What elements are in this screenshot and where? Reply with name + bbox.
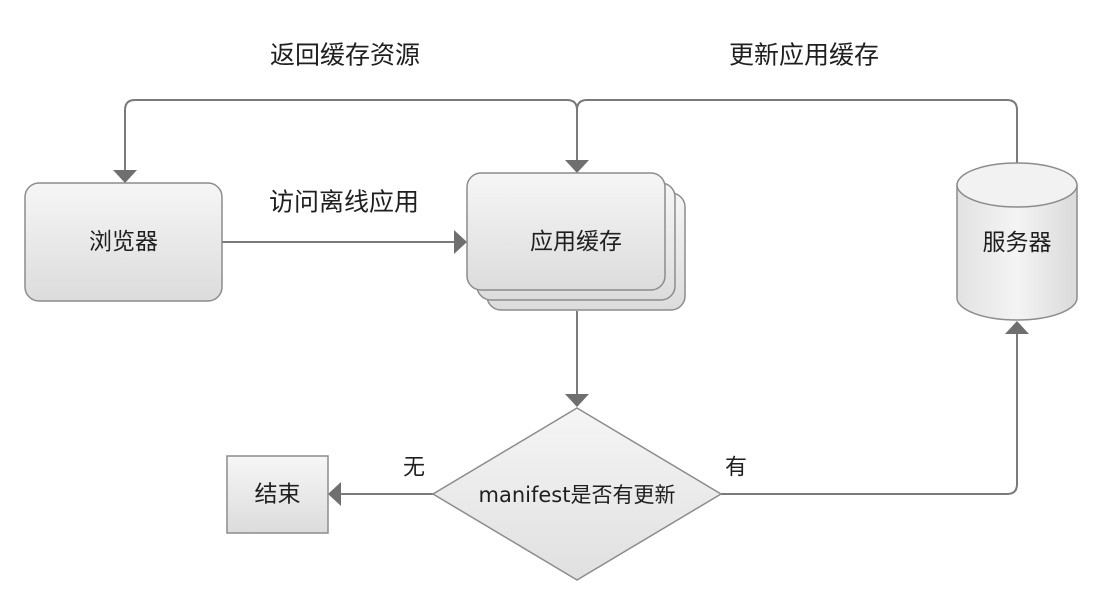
arrowhead-to-cache-left (454, 230, 467, 254)
arrowhead-to-decision (565, 394, 589, 407)
node-end: 结束 (226, 455, 329, 534)
node-app-cache: 应用缓存 (466, 172, 686, 311)
edge-label-access-offline: 访问离线应用 (269, 188, 419, 217)
edge-decision-to-server (721, 333, 1018, 495)
edge-label-no: 无 (403, 456, 425, 481)
node-end-label: 结束 (255, 482, 301, 508)
node-app-cache-label: 应用缓存 (530, 229, 622, 255)
edge-server-to-cache (576, 99, 1018, 163)
edge-label-return-cached: 返回缓存资源 (270, 41, 420, 70)
edge-label-update-cache: 更新应用缓存 (729, 41, 879, 70)
app-cache-stack-front (466, 172, 666, 291)
node-server: 服务器 (956, 162, 1078, 321)
edge-label-yes: 有 (725, 456, 747, 481)
arrowhead-to-browser (113, 170, 137, 183)
arrowhead-to-cache-top (565, 160, 589, 173)
node-server-label: 服务器 (983, 230, 1052, 256)
node-browser: 浏览器 (24, 182, 223, 302)
arrowhead-to-server (1005, 321, 1029, 334)
node-decision-label: manifest是否有更新 (479, 483, 676, 507)
node-decision: manifest是否有更新 (431, 407, 723, 581)
edge-cache-to-browser (124, 99, 578, 170)
arrowhead-to-end (328, 482, 341, 506)
server-cylinder-top (956, 162, 1078, 208)
node-browser-label: 浏览器 (89, 229, 158, 255)
